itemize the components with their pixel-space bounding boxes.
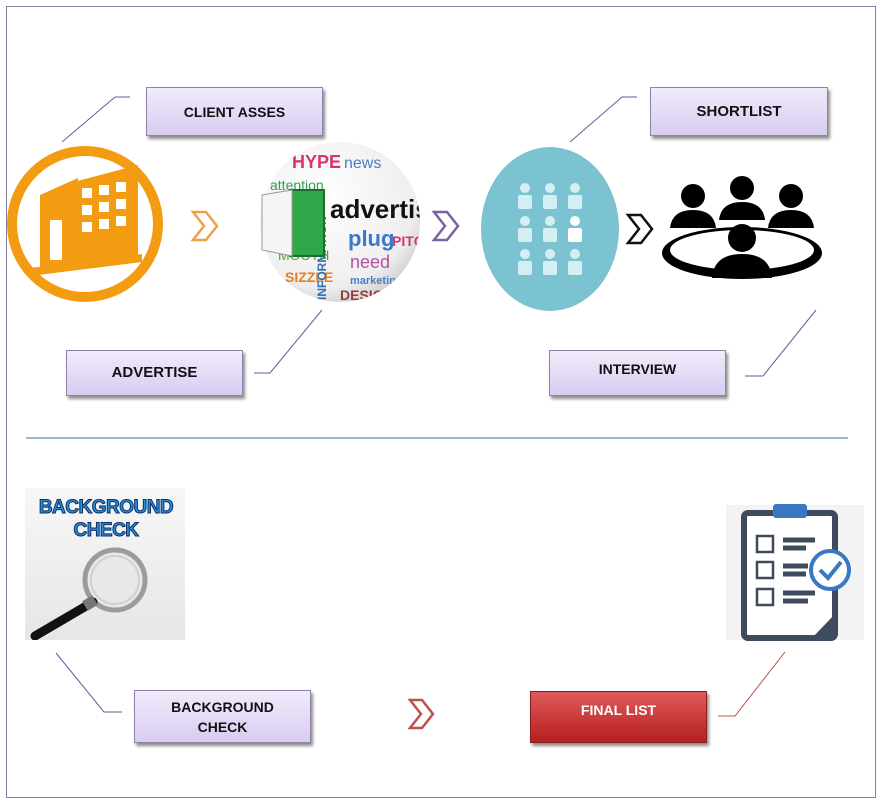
svg-text:HYPE: HYPE [292,152,341,172]
svg-text:plug: plug [348,226,394,251]
orange-arrow-icon [190,210,219,242]
connector-background-check [55,652,122,713]
step-interview: INTERVIEW [549,350,726,396]
connector-final-list [718,651,786,717]
interview-meeting-icon [662,176,822,279]
background-check-title: BACKGROUND CHECK [31,496,181,542]
step-background-check: BACKGROUND CHECK [134,690,311,743]
connector-lines [55,96,817,713]
step-final-list-label: FINAL LIST [580,702,657,718]
advertise-globe-icon: HYPE news attention advertise plug need … [260,142,444,303]
step-client-asses: CLIENT ASSES [146,87,323,136]
purple-arrow-icon [431,210,460,242]
building-icon [7,146,163,302]
background-check-image: BACKGROUND CHECK [25,488,185,641]
svg-text:SIZZLE: SIZZLE [285,269,333,285]
red-arrow-icon [407,698,435,730]
connector-shortlist [569,96,637,143]
connector-client-asses [61,96,130,143]
step-shortlist-label: SHORTLIST [696,102,782,120]
magnifier-icon [30,547,148,641]
background-check-title-line-2: CHECK [73,520,140,542]
connector-advertise [254,309,323,374]
candidates-circle-icon [481,147,619,311]
step-advertise: ADVERTISE [66,350,243,396]
background-check-title-line-1: BACKGROUND [38,497,174,519]
step-client-asses-label: CLIENT ASSES [183,103,286,120]
svg-text:PITCH: PITCH [392,233,434,249]
step-shortlist: SHORTLIST [650,87,828,136]
candidate-figures [518,183,582,275]
step-advertise-label: ADVERTISE [111,364,198,381]
svg-text:news: news [344,155,381,172]
step-background-check-label: BACKGROUND CHECK [171,698,274,735]
clipboard-checklist-icon [726,504,864,641]
svg-text:marketing: marketing [350,275,403,287]
svg-text:need: need [350,252,390,272]
svg-text:DESIGN: DESIGN [340,287,394,303]
black-arrow-icon [625,213,654,245]
svg-text:advertise: advertise [330,194,444,224]
step-final-list: FINAL LIST [530,691,707,743]
step-interview-label: INTERVIEW [598,361,677,377]
connector-interview [745,309,817,377]
diagram-frame [6,6,876,798]
